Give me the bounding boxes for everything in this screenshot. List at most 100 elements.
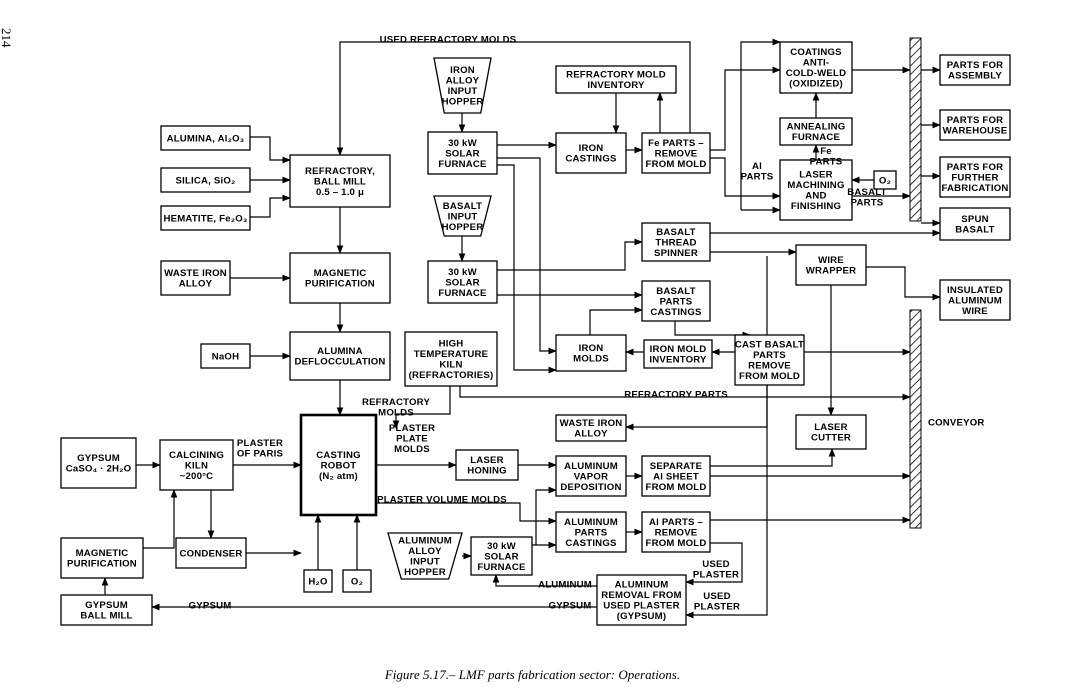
text-line: PLASTER — [389, 423, 435, 434]
text-line: INVENTORY — [587, 80, 645, 91]
label-used-refractory-molds: USED REFRACTORY MOLDS — [380, 34, 517, 45]
text-line: CONDENSER — [179, 548, 242, 559]
text-line: REFRACTORY PARTS — [624, 389, 728, 400]
text-line: MAGNETIC — [76, 548, 129, 559]
text-line: CAST BASALT — [735, 340, 804, 351]
label-gypsum-line-right: GYPSUM — [549, 600, 592, 611]
text-line: ALUMINUM — [564, 461, 618, 472]
text-line: INPUT — [448, 86, 478, 97]
text-line: PLASTER — [237, 438, 283, 449]
text-line: MOLDS — [378, 408, 414, 419]
text-line: ALUMINUM — [948, 295, 1002, 306]
text-line: BASALT — [656, 227, 695, 238]
box-frame — [433, 195, 492, 237]
text-line: USED REFRACTORY MOLDS — [380, 34, 517, 45]
text-line: COATINGS — [790, 47, 842, 58]
text-line: ALLOY — [574, 429, 608, 440]
text-line: IRON — [579, 343, 604, 354]
box-frame — [795, 244, 867, 286]
text-line: SPINNER — [654, 248, 698, 259]
box-frame — [641, 511, 711, 553]
text-line: CONVEYOR — [928, 417, 985, 428]
box-frame — [939, 156, 1011, 198]
text-line: USED — [703, 591, 730, 602]
text-line: REMOVE — [655, 148, 698, 159]
connectors — [101, 38, 941, 619]
text-line: FURTHER — [951, 172, 998, 183]
text-line: PARTS — [575, 527, 608, 538]
text-line: REMOVE — [748, 361, 791, 372]
text-line: WASTE IRON — [560, 418, 623, 429]
box-h2o: H₂O — [303, 569, 333, 593]
box-frame — [641, 280, 711, 322]
box-frame — [779, 41, 853, 94]
text-line: CUTTER — [811, 433, 851, 444]
text-line: FINISHING — [791, 201, 841, 212]
text-line: DEPOSITION — [560, 482, 621, 493]
text-line: MACHINING — [787, 180, 844, 191]
text-line: INVENTORY — [649, 355, 707, 366]
box-frame — [342, 569, 372, 593]
text-line: O₂ — [879, 175, 891, 186]
box-o2-bottom: O₂ — [342, 569, 372, 593]
text-line: ALUMINUM — [564, 517, 618, 528]
text-line: HOPPER — [404, 567, 446, 578]
text-line: PLASTER — [693, 570, 739, 581]
text-line: WASTE IRON — [164, 268, 227, 279]
box-frame — [60, 594, 153, 626]
box-frame — [939, 109, 1011, 141]
text-line: CASTING — [316, 450, 361, 461]
text-line: SOLAR — [445, 148, 480, 159]
text-line: KILN — [439, 360, 462, 371]
text-line: FURNACE — [438, 159, 487, 170]
text-line: FROM MOLD — [646, 482, 707, 493]
text-line: GYPSUM — [549, 600, 592, 611]
text-line: INPUT — [410, 557, 440, 568]
box-frame — [641, 455, 711, 497]
text-line: PARTS — [851, 198, 884, 209]
box-frame — [470, 536, 533, 576]
text-line: ALLOY — [408, 546, 442, 557]
text-line: OF PARIS — [237, 449, 284, 460]
text-line: PLASTER VOLUME MOLDS — [377, 494, 507, 505]
figure-caption: Figure 5.17.– LMF parts fabrication sect… — [384, 667, 681, 682]
text-line: BASALT — [955, 225, 994, 236]
box-frame — [939, 207, 1011, 241]
text-line: (N₂ atm) — [319, 471, 358, 482]
text-line: HIGH — [439, 339, 464, 350]
box-frame — [289, 154, 391, 208]
box-frame — [60, 437, 137, 489]
conveyor-upper — [909, 37, 922, 222]
text-line: H₂O — [308, 576, 328, 587]
text-line: FROM MOLD — [739, 371, 800, 382]
text-line: Al — [752, 161, 762, 172]
text-line: 30 kW — [448, 138, 477, 149]
box-frame — [555, 65, 677, 94]
text-line: REMOVAL FROM — [601, 590, 681, 601]
box-frame — [387, 532, 463, 580]
text-line: REFRACTORY MOLD — [566, 70, 666, 81]
text-line: PARTS — [741, 172, 774, 183]
text-line: ALUMINUM — [538, 579, 592, 590]
text-line: MOLDS — [394, 444, 430, 455]
text-line: PLATE — [396, 433, 428, 444]
text-line: IRON — [579, 143, 604, 154]
text-line: ALUMINUM — [398, 536, 452, 547]
